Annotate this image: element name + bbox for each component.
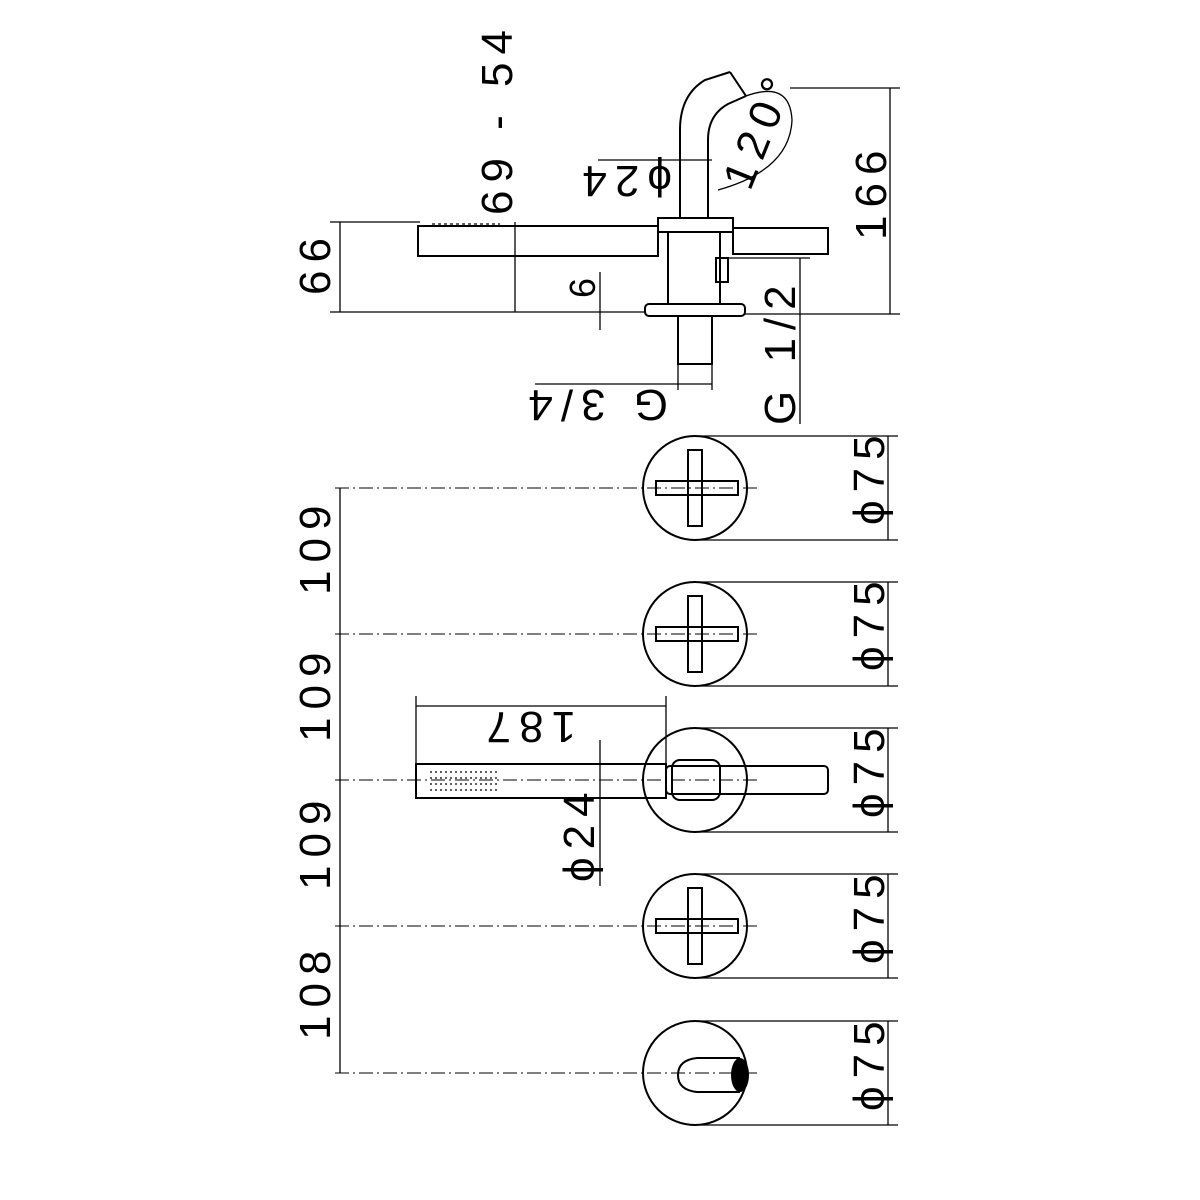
valve-body [667, 231, 721, 305]
dim-rosette-5: ϕ75 [845, 1013, 894, 1111]
diverter-lever [665, 765, 829, 795]
dim-spout-dia: ϕ24 [574, 156, 672, 205]
dim-spacing-4: 108 [291, 943, 340, 1040]
side-outlet [715, 257, 729, 283]
dim-g12: G 1/2 [756, 277, 805, 425]
dim-spacing-1: 109 [291, 498, 340, 595]
spout-outlet [731, 1058, 749, 1092]
handshower-bar [417, 225, 659, 257]
spout-collar [657, 217, 734, 233]
cross-handle-2 [655, 595, 739, 673]
lever-bar [732, 227, 829, 255]
deck-plate [644, 303, 746, 317]
dim-rosette-2: ϕ75 [845, 573, 894, 671]
diverter-knob [671, 759, 721, 801]
rosette-valve-3 [642, 873, 748, 979]
dim-g34: G 3/4 [520, 380, 668, 429]
handshower-nozzle-grid [430, 771, 500, 791]
dim-66: 66 [291, 230, 340, 295]
dim-6: 6 [562, 272, 603, 298]
cross-handle-1 [655, 449, 739, 527]
spout-top [676, 1057, 749, 1093]
cross-handle-3 [655, 887, 739, 965]
dim-lines-rosette [700, 435, 898, 1126]
dim-rosette-1: ϕ75 [845, 427, 894, 525]
dim-spacing-2: 109 [291, 645, 340, 742]
spout-angle-arc [717, 90, 793, 191]
dim-spacing-3: 109 [291, 793, 340, 890]
rosette-valve-1 [642, 435, 748, 541]
dim-handshower-dia: ϕ24 [555, 784, 604, 882]
dim-rosette-4: ϕ75 [845, 866, 894, 964]
rosette-diverter [642, 727, 748, 833]
shank [677, 315, 713, 365]
top-view: 109 109 109 108 ϕ75 ϕ75 ϕ75 ϕ75 ϕ75 187 … [291, 427, 898, 1126]
dim-rosette-3: ϕ75 [845, 720, 894, 818]
handshower-assembly [415, 759, 829, 801]
dim-166: 166 [847, 143, 896, 240]
spout-pipe [679, 71, 747, 218]
rosette-valve-2 [642, 581, 748, 687]
dim-angle: 120° [714, 63, 806, 195]
spout-tip [729, 71, 747, 97]
handshower [415, 763, 667, 799]
side-view: 166 66 69 - 54 6 ϕ24 120° G 3/4 G 1/2 [291, 22, 900, 429]
dim-handshower-length: 187 [479, 702, 576, 751]
dim-69-54: 69 - 54 [473, 22, 522, 215]
